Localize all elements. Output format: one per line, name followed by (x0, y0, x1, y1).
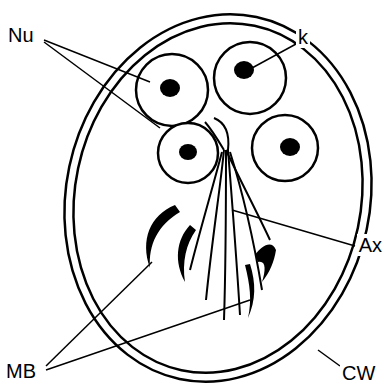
karyosomes (160, 61, 300, 160)
part-label: CW (340, 362, 377, 384)
axonemes (190, 118, 270, 320)
part-label: Nu (6, 24, 36, 46)
median-bodies (146, 205, 276, 318)
nuclei (136, 42, 318, 183)
part-label: MB (4, 360, 38, 382)
cyst-wall-outer (31, 0, 387, 390)
cyst-wall-inner (42, 0, 387, 390)
part-label: Ax (357, 234, 384, 256)
part-label: k (296, 26, 310, 48)
leader-lines (44, 40, 355, 370)
